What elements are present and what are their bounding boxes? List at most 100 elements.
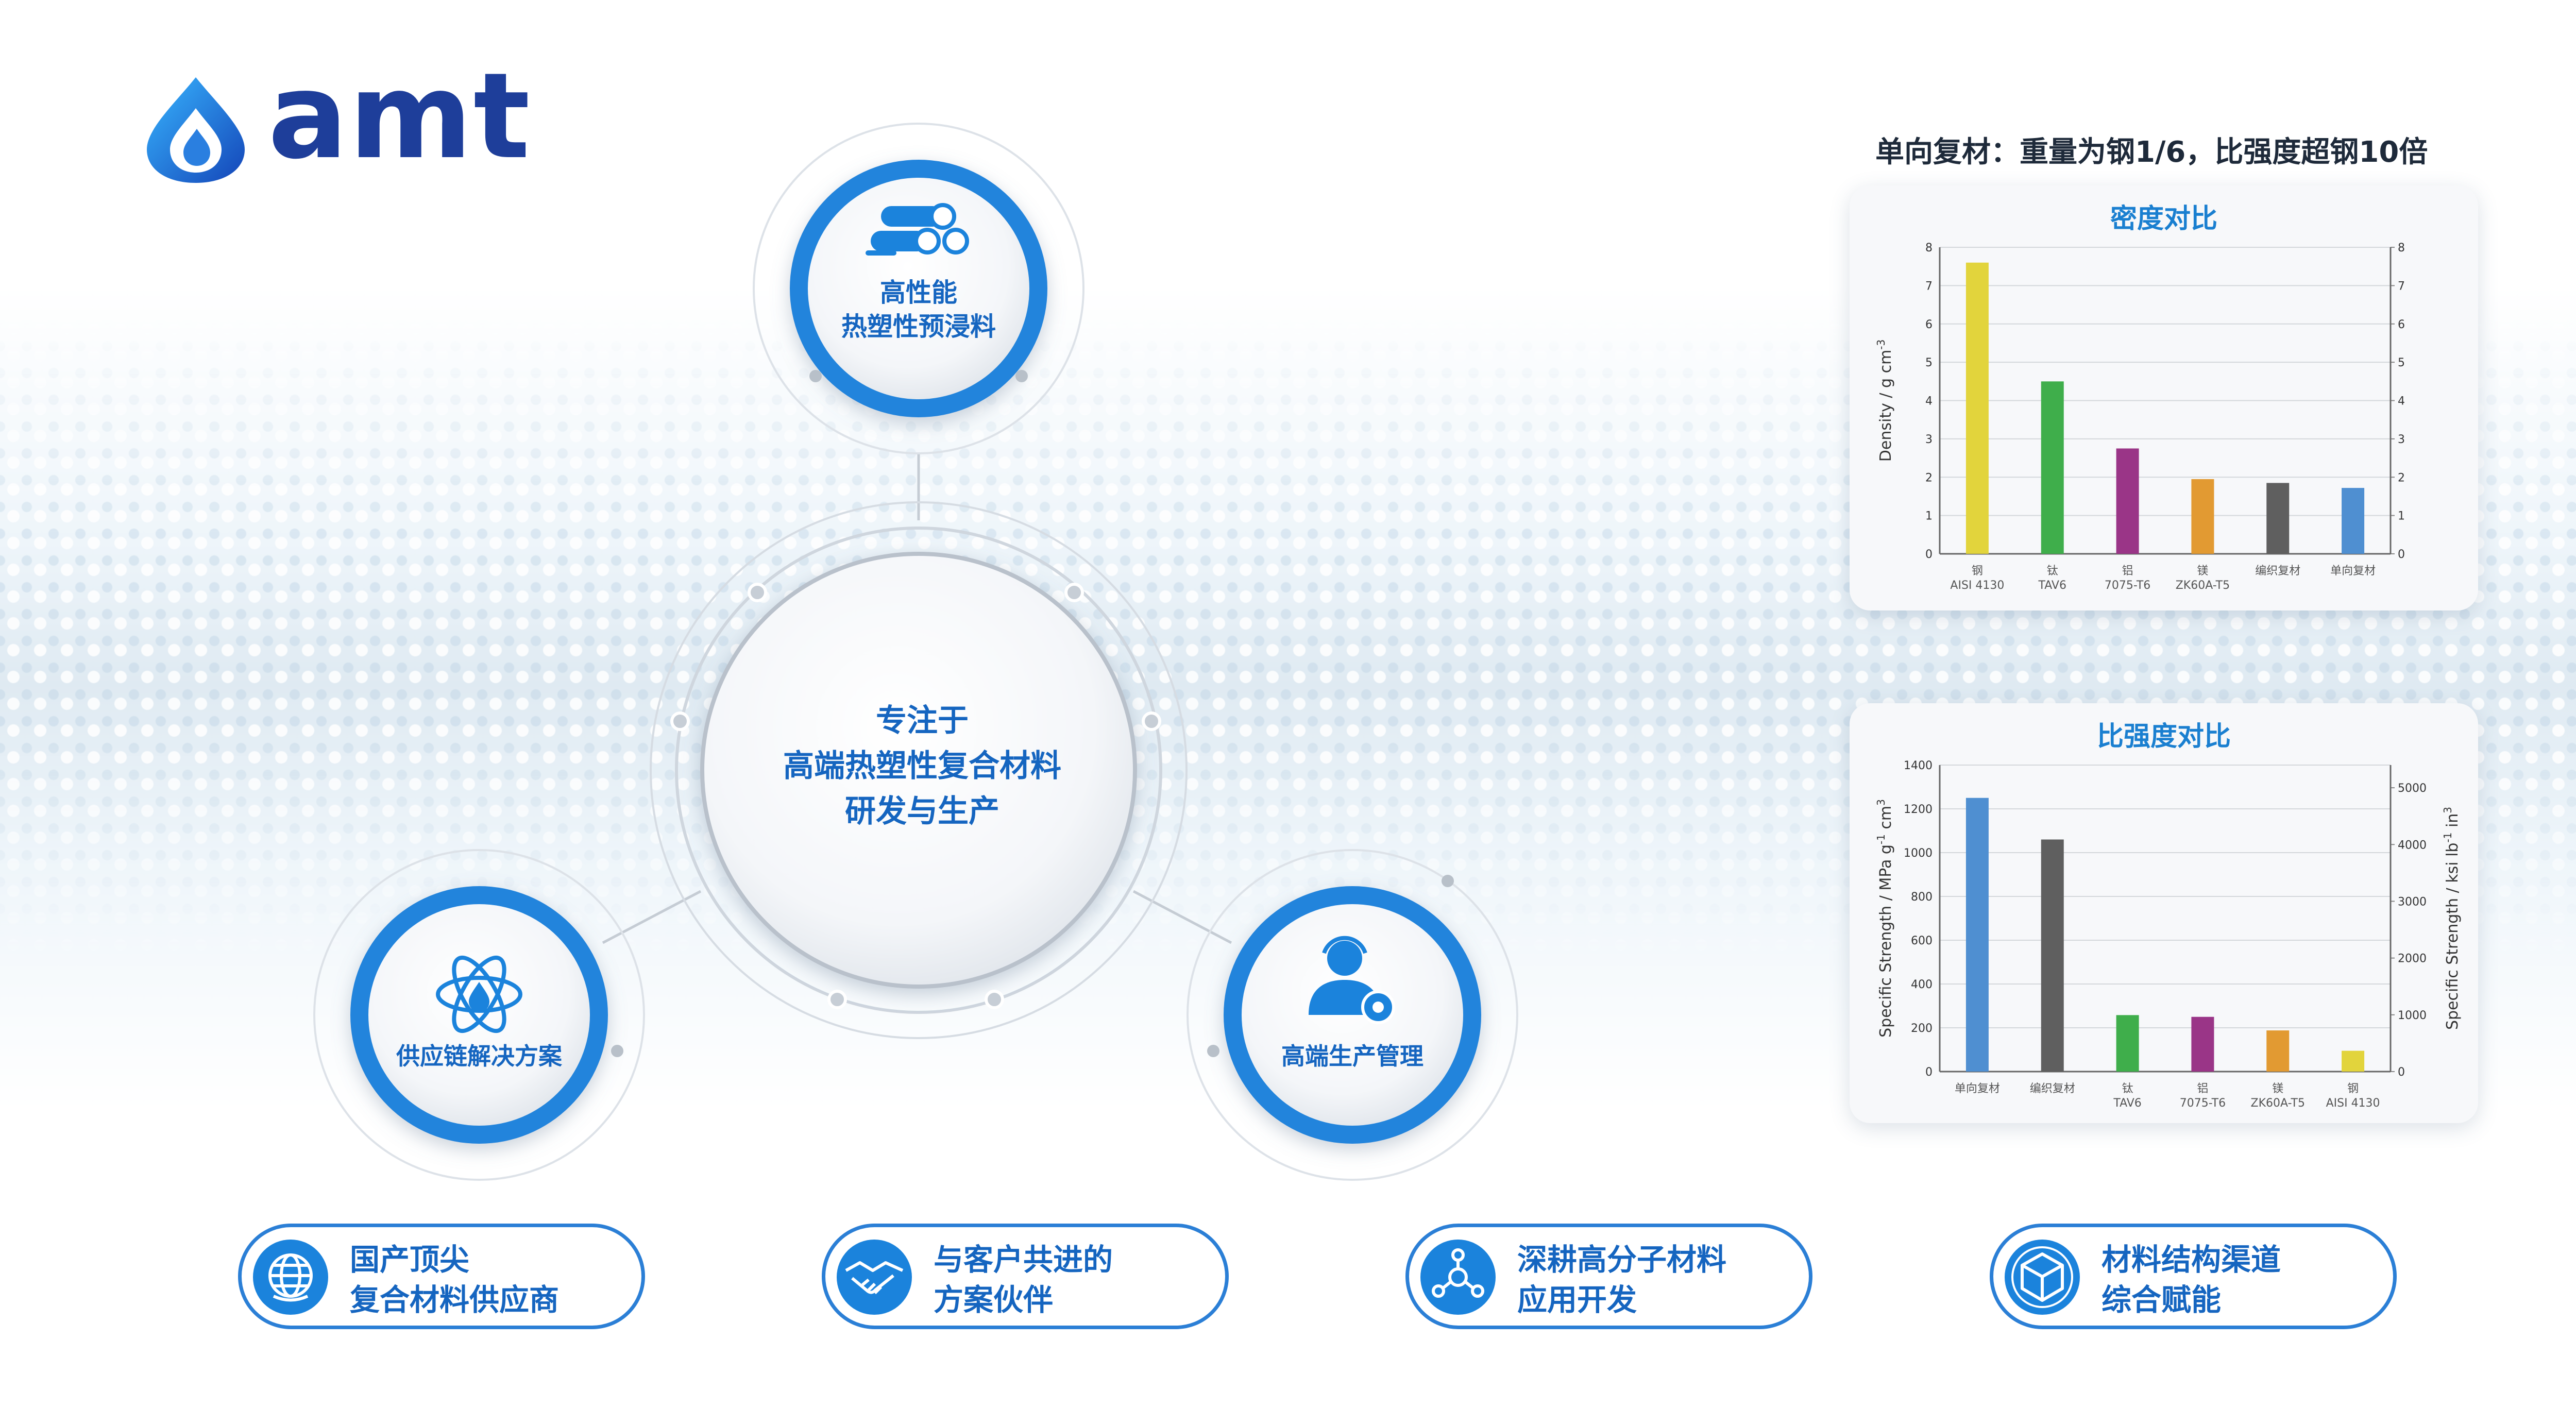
y-tick-label: 0 [1925,1066,1933,1079]
pill-line-1: 国产顶尖 [350,1242,470,1277]
node-left-line-1: 供应链解决方案 [396,1042,562,1070]
y-tick-label: 0 [1925,548,1933,561]
x-tick-label: 钛 [2047,565,2058,578]
pill-customer-partner: 与客户共进的 方案伙伴 [822,1224,1229,1329]
chart-title: 密度对比 [2110,203,2217,234]
bar [1965,798,1989,1072]
bar [2342,488,2365,554]
pill-polymer-development: 深耕高分子材料 应用开发 [1405,1224,1812,1329]
chart-title: 比强度对比 [2096,721,2231,752]
node-top-line-2: 热塑性预浸料 [841,312,996,342]
x-tick-label: AISI 4130 [2326,1097,2380,1110]
bar [2266,483,2290,554]
pill-line-2: 复合材料供应商 [350,1282,560,1317]
water-drop-logo-icon [147,77,245,183]
y-axis-label-sup2: 3 [1875,799,1887,806]
node-top [753,123,1084,454]
center-hub [650,501,1188,1039]
orbit-dot [985,990,1004,1009]
y-tick-label: 5 [1925,357,1933,369]
material-rolls-icon [866,203,969,256]
bar [2191,1016,2214,1072]
x-tick-label: 镁 [2197,565,2208,578]
pill-line-2: 应用开发 [1517,1282,1637,1317]
y-tick-label: 400 [1911,978,1933,991]
pill-text: 与客户共进的 方案伙伴 [934,1240,1113,1320]
bar [2041,839,2064,1072]
y2-tick-label: 4 [2398,395,2405,408]
pill-line-1: 与客户共进的 [934,1242,1113,1277]
orbit-dot [809,370,822,382]
y2-axis-label: Specific Strength / ksi lb-1 in3 [2442,807,2462,1030]
x-tick-label: 钢 [2347,1082,2359,1095]
bar [1965,262,1989,554]
x-tick-label: 编织复材 [2255,565,2300,578]
y2-tick-label: 5 [2398,357,2405,369]
bar [2116,448,2139,554]
pill-line-2: 综合赋能 [2102,1282,2222,1317]
y-tick-label: 6 [1925,318,1933,331]
strength-chart: 0200400600800100012001400010002000300040… [1875,759,2462,1110]
orbit-dot [1064,583,1084,602]
bar [2116,1015,2139,1072]
node-left-label: 供应链解决方案 [376,1040,582,1073]
x-tick-label: ZK60A-T5 [2251,1097,2305,1110]
x-tick-label: TAV6 [2038,579,2066,592]
pill-text: 国产顶尖 复合材料供应商 [350,1240,559,1320]
x-tick-label: TAV6 [2113,1097,2141,1110]
center-line-2: 高端热塑性复合材料 [783,748,1061,784]
pill-integrated-empowerment: 材料结构渠道 综合赋能 [1990,1224,2397,1329]
x-tick-label: 钢 [1972,565,1983,578]
logo-text: amt [268,48,531,185]
y-axis-label-sup: -1 [1875,834,1887,844]
operator-gear-icon [1309,936,1395,1024]
bar [2191,479,2214,554]
y-tick-label: 8 [1925,242,1933,255]
orbit-dot [1142,711,1161,731]
orbit-dot [827,990,847,1009]
orbit-dot [748,583,767,602]
y2-axis-label-tail: in [2444,813,2462,833]
center-hub-text: 专注于 高端热塑性复合材料 研发与生产 [711,698,1133,834]
orbit-dot [1207,1045,1219,1057]
x-tick-label: 铝 [2122,565,2133,578]
pill-domestic-supplier: 国产顶尖 复合材料供应商 [238,1224,645,1329]
y2-tick-label: 8 [2398,242,2405,255]
pill-text: 材料结构渠道 综合赋能 [2102,1240,2281,1320]
y2-tick-label: 0 [2398,548,2405,561]
node-right-label: 高端生产管理 [1249,1040,1455,1073]
orbit-dot [611,1045,623,1057]
pill-line-1: 深耕高分子材料 [1517,1242,1727,1277]
node-top-label: 高性能 热塑性预浸料 [816,276,1022,344]
y-tick-label: 3 [1925,433,1933,446]
y-axis-label: Density / g cm-3 [1875,340,1895,462]
bar [2342,1050,2365,1072]
node-left [313,849,645,1181]
globe-icon [253,1240,328,1315]
y-axis-label-sup: -3 [1875,340,1887,350]
node-top-line-1: 高性能 [880,278,957,308]
y-tick-label: 7 [1925,280,1933,293]
x-tick-label: ZK60A-T5 [2176,579,2230,592]
bar [2041,381,2064,554]
y-tick-label: 1400 [1904,759,1933,772]
center-line-1: 专注于 [876,703,969,739]
y2-axis-label-sup2: 3 [2442,807,2454,813]
y-axis-label: Specific Strength / MPa g-1 cm3 [1875,799,1895,1038]
x-tick-label: 镁 [2272,1082,2283,1095]
y2-tick-label: 2 [2398,471,2405,484]
y2-tick-label: 4000 [2398,839,2427,852]
y-tick-label: 800 [1911,891,1933,904]
orbit-dot [1442,875,1454,887]
x-tick-label: AISI 4130 [1950,579,2004,592]
y2-tick-label: 3 [2398,433,2405,446]
y2-tick-label: 2000 [2398,953,2427,965]
y-tick-label: 2 [1925,471,1933,484]
center-line-3: 研发与生产 [845,793,999,829]
pill-line-1: 材料结构渠道 [2102,1242,2281,1277]
y2-tick-label: 1 [2398,510,2405,523]
x-tick-label: 钛 [2122,1082,2133,1095]
